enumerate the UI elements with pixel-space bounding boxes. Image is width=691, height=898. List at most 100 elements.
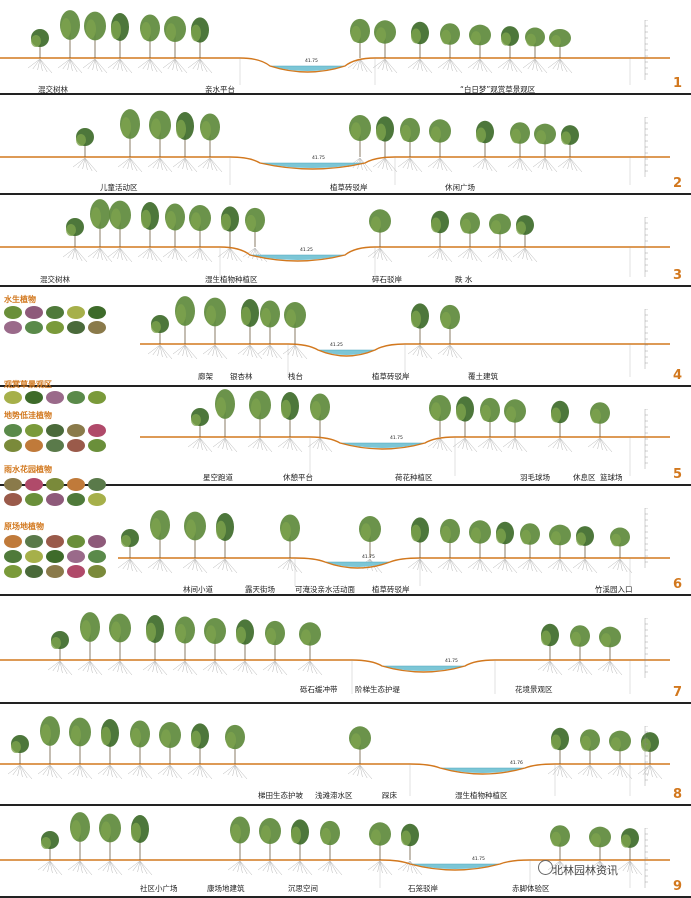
tree [140,14,160,58]
tree [541,623,559,660]
root-system [37,860,643,876]
tree [230,816,250,860]
plant-swatch [67,321,85,334]
tree [150,510,170,558]
zone-label: 赤脚体验区 [512,884,550,893]
tree [401,823,419,860]
zone-label: 湿生植物种植区 [205,275,258,284]
section-number: 9 [673,879,683,894]
root-system [7,764,663,780]
tree [429,394,451,437]
tree [260,300,280,344]
tree [200,113,220,157]
ground-line [0,156,670,170]
legend-swatches [4,535,106,578]
section-divider [0,93,691,95]
section-divider [0,804,691,806]
plant-swatch [46,493,64,506]
zone-label: 银杏林 [230,372,253,381]
ground-line [0,57,670,73]
tree [576,526,594,558]
plant-swatch [4,550,22,563]
tree [469,520,491,558]
tree [241,299,259,344]
section-drawing [140,296,670,377]
water-level-label: 41.25 [330,343,343,348]
tree [141,202,159,247]
tree [51,631,69,660]
tree [249,390,271,437]
tree [431,210,449,247]
zone-label: 栈台 [288,372,303,381]
tree [221,206,239,247]
plant-swatch [88,391,106,404]
plant-swatch [25,535,43,548]
tree [84,11,106,58]
water-body [325,562,390,567]
elevation-scale [644,117,648,177]
water-body [440,768,525,773]
tree [549,29,571,58]
zone-label: 浅滩滞水区 [315,791,353,800]
plant-swatch [88,439,106,452]
zone-label: 亲水平台 [205,85,235,94]
plant-swatch [67,478,85,491]
plant-swatch [46,391,64,404]
zone-label: 篮球场 [600,473,623,482]
tree [69,717,91,764]
tree [429,119,451,157]
zone-label: 羽毛球场 [520,473,550,482]
plant-swatch [88,493,106,506]
section-divider [0,594,691,596]
plant-swatch [25,321,43,334]
ground-line [140,436,670,450]
water-level-label: 41.75 [445,659,458,664]
legend-title: 原场地植物 [4,522,44,531]
plant-swatch [46,565,64,578]
zone-label: 阶梯生态护堤 [355,685,400,694]
water-body [340,443,425,448]
zone-label: 混交树林 [40,275,70,284]
zone-label: 荷花种植区 [395,473,433,482]
tree [176,112,194,157]
tree [184,511,206,558]
tree [259,817,281,860]
tree [109,613,131,660]
zone-label: 露天街场 [245,585,275,594]
water-level-label: 41.75 [472,857,485,862]
plant-swatch [88,424,106,437]
root-system [147,344,463,360]
legend-swatches [4,424,106,452]
legend-title: 观赏草景观区 [4,380,52,389]
water-level-label: 41.75 [312,156,325,161]
water-body [270,66,345,71]
zone-label: 康场地建筑 [207,884,245,893]
zone-label: 覆土建筑 [468,372,498,381]
tree [551,400,569,437]
tree [164,15,186,58]
zone-label: 沉思空间 [288,884,318,893]
tree [225,724,245,764]
tree [121,529,139,558]
tree [76,128,94,157]
plant-swatch [88,478,106,491]
section-divider [0,896,691,898]
root-system [27,58,573,74]
plant-swatch [25,306,43,319]
tree [469,24,491,58]
tree [489,213,511,247]
tree [621,828,639,860]
plant-swatch [25,424,43,437]
legend-title: 雨水花园植物 [4,465,52,474]
tree [11,735,29,764]
tree [111,13,129,58]
section-drawing [0,612,670,694]
tree [66,218,84,247]
tree [520,523,540,558]
elevation-scale [644,217,648,277]
zone-label: 休息区 [573,473,596,482]
tree [440,304,460,344]
